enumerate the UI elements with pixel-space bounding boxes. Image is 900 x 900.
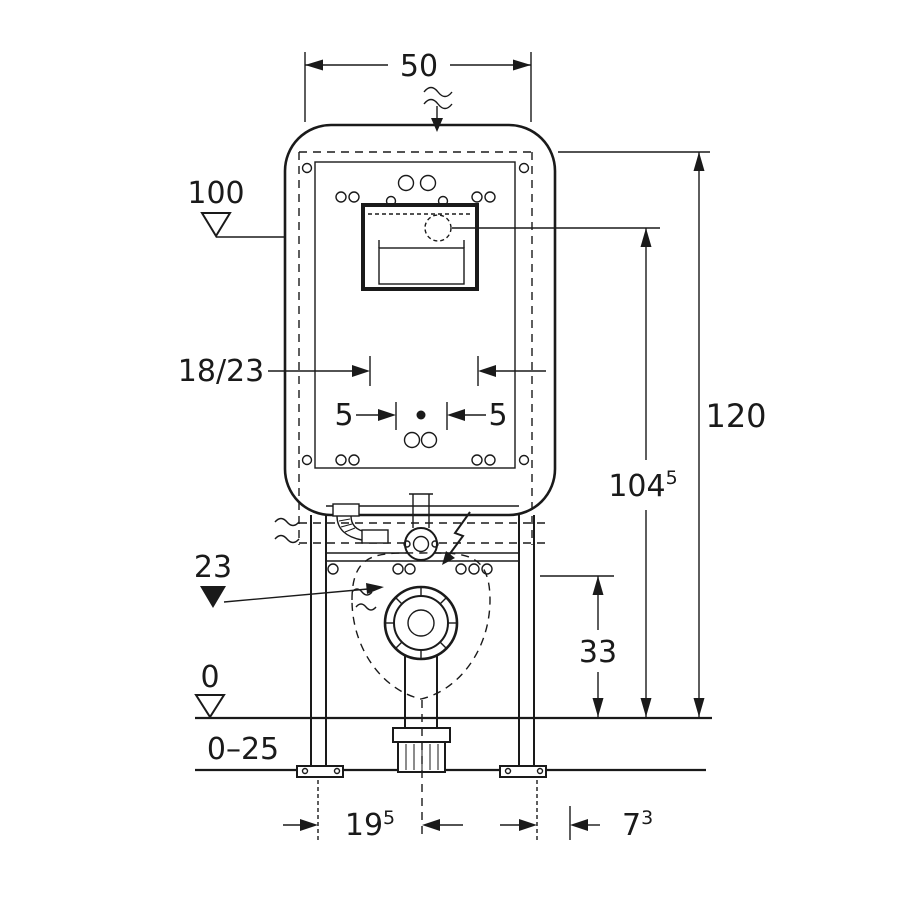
level-23-label: 23 xyxy=(194,550,232,585)
frame-structure xyxy=(283,123,557,545)
dim-depth-label: 18/23 xyxy=(178,354,264,389)
dim-width-top-label: 50 xyxy=(400,49,438,84)
level-marker-0: 0 xyxy=(194,660,226,719)
dimension-offset: 5 5 xyxy=(334,398,508,449)
corner-bracket-icon xyxy=(518,162,530,174)
dimension-height-outlet: 33 xyxy=(540,575,617,717)
corner-bracket-icon xyxy=(301,162,313,174)
floor-lines xyxy=(195,716,712,772)
dimension-height-flush: 1045 xyxy=(452,227,678,717)
level-triangle-filled-icon xyxy=(200,586,226,608)
level-marker-23: 23 xyxy=(194,550,384,608)
water-inlet-assembly xyxy=(332,503,389,544)
dim-bottom-left-label: 195 xyxy=(345,807,395,843)
dimension-height-total: 120 xyxy=(558,151,767,717)
lower-frame xyxy=(274,493,547,778)
corner-bracket-icon xyxy=(301,454,313,466)
corner-bracket-icon xyxy=(518,454,530,466)
water-supply-symbol xyxy=(423,86,453,132)
level-100-label: 100 xyxy=(187,176,244,211)
drain-socket xyxy=(383,585,459,728)
dim-height-flush-label: 1045 xyxy=(608,467,677,504)
dim-height-outlet-label: 33 xyxy=(579,635,617,670)
floor-range-label: 0–25 xyxy=(207,732,279,767)
level-triangle-open-icon xyxy=(200,212,232,238)
level-triangle-open-icon xyxy=(194,694,226,719)
supply-arrow-icon xyxy=(431,118,443,132)
center-point xyxy=(416,410,426,420)
dim-bottom-right-label: 73 xyxy=(622,807,653,843)
actuation-point xyxy=(424,214,452,242)
dim-offset-right-label: 5 xyxy=(488,398,507,433)
wc-ceramic-outline xyxy=(351,552,491,700)
foot-plate-right xyxy=(499,765,547,778)
level-0-label: 0 xyxy=(200,660,219,695)
foot-plate-left xyxy=(296,765,344,778)
level-marker-100: 100 xyxy=(187,176,286,238)
floor-range: 0–25 xyxy=(207,732,279,767)
dimension-width-top: 50 xyxy=(304,49,532,122)
flush-plate-window xyxy=(361,203,479,291)
dim-height-total-label: 120 xyxy=(705,397,766,435)
dimension-depth: 18/23 xyxy=(178,354,546,389)
flush-pipe xyxy=(403,493,439,561)
electrical-flash-icon xyxy=(442,511,471,565)
fixing-points xyxy=(327,563,493,575)
dimension-bottom: 195 73 xyxy=(283,700,653,843)
mounting-holes xyxy=(335,174,496,466)
dim-offset-left-label: 5 xyxy=(334,398,353,433)
